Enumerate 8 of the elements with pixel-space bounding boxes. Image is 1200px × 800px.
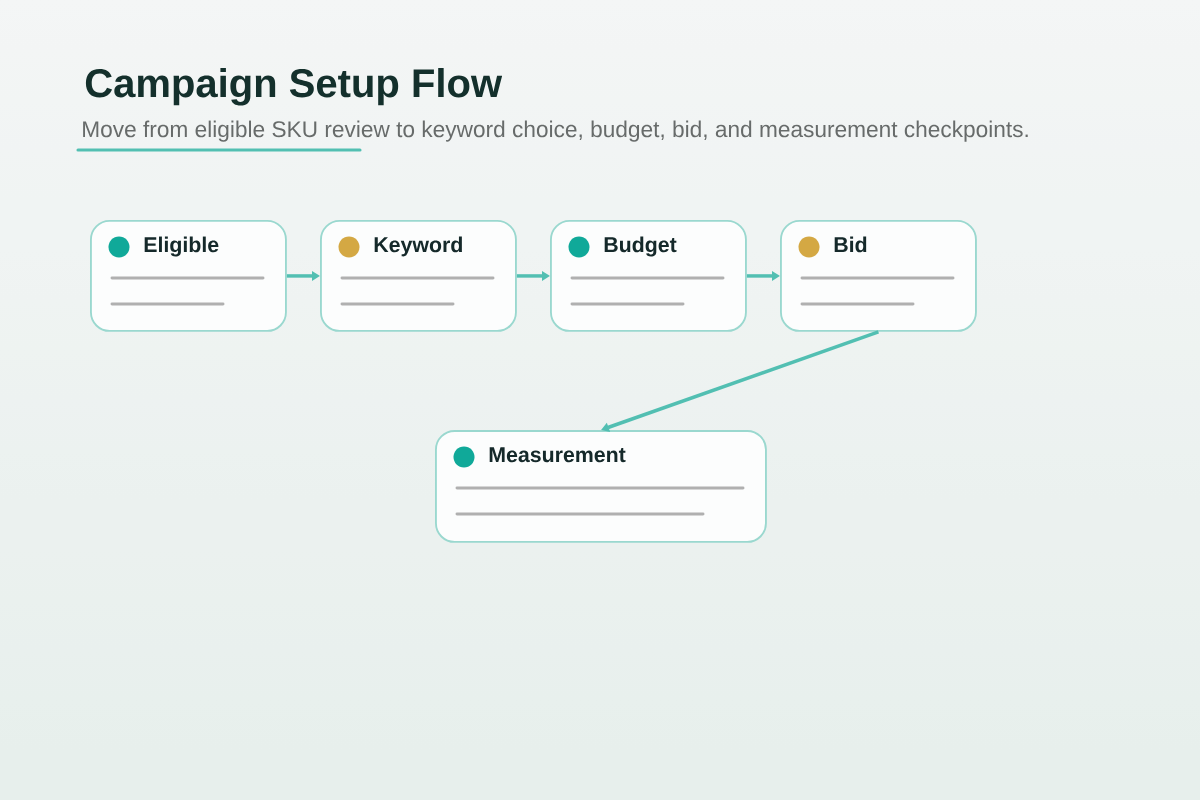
subtitle: Move from eligible SKU review to keyword choice, budget, bid, and measurement checkpoints. — [83, 120, 1028, 142]
process-box: Budget — [550, 220, 747, 332]
title: Campaign Setup Flow — [85, 68, 503, 106]
arrow — [601, 330, 879, 433]
process-box: Measurement — [435, 430, 767, 543]
process-box: Keyword — [320, 220, 517, 332]
process-box: Eligible — [90, 220, 287, 332]
process-box: Bid — [780, 220, 977, 332]
